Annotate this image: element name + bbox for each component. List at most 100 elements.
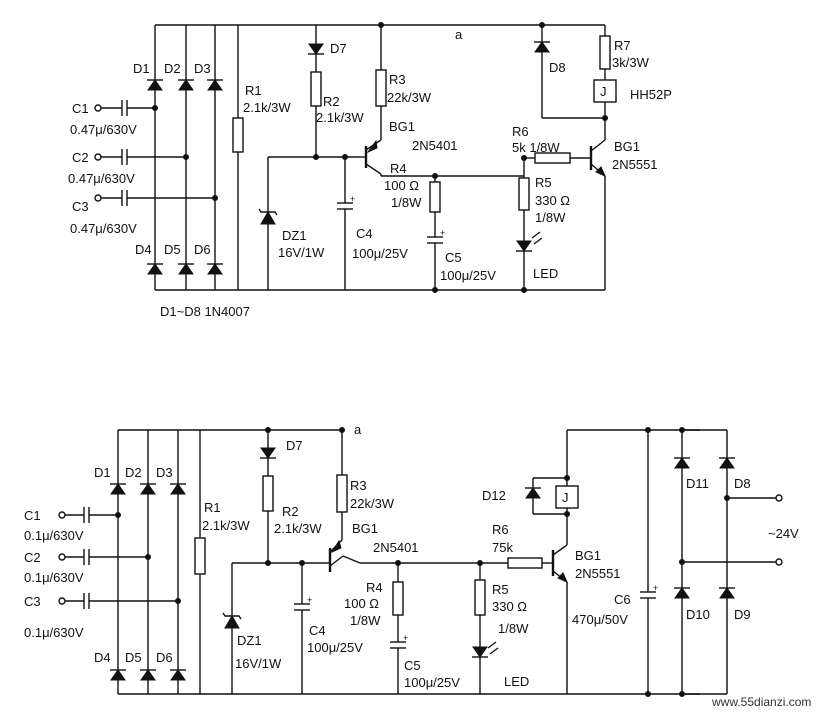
top-resistor-r5 [518, 177, 530, 211]
bottom-cap-c2 [58, 549, 151, 565]
bottom-label-dz1: DZ1 [237, 633, 262, 648]
bottom-cap-c5: + [390, 633, 408, 649]
top-label-led: LED [533, 266, 558, 281]
top-label-d5: D5 [164, 242, 181, 257]
top-type-relay: HH52P [630, 87, 672, 102]
top-resistor-r4 [429, 181, 441, 213]
bottom-value-r2: 2.1k/3W [274, 521, 322, 536]
top-label-c5: C5 [445, 250, 462, 265]
bottom-circuit: D1 D2 D3 D4 D5 D6 C1 0.1μ/630V [24, 422, 799, 697]
top-value2-r4: 1/8W [391, 195, 422, 210]
top-zener-dz1 [258, 208, 278, 225]
top-value1-r5: 330 Ω [535, 193, 570, 208]
top-value-c1: 0.47μ/630V [70, 122, 137, 137]
bottom-label-r3: R3 [350, 478, 367, 493]
top-label-r7: R7 [614, 38, 631, 53]
top-value-r2: 2.1k/3W [316, 110, 364, 125]
top-label-c2: C2 [72, 150, 89, 165]
top-value-r1: 2.1k/3W [243, 100, 291, 115]
bottom-resistor-r5 [474, 579, 486, 616]
top-label-relay: J [600, 84, 607, 99]
bottom-cap-c6: + [640, 583, 658, 599]
bottom-resistor-r2 [262, 475, 274, 512]
bottom-diode-d4 [109, 669, 127, 681]
top-resistor-r1 [232, 117, 244, 153]
top-resistor-r3 [375, 69, 387, 107]
bottom-label-d7: D7 [286, 438, 303, 453]
bottom-label-d10: D10 [686, 607, 710, 622]
bottom-type-bg1-pnp: 2N5401 [373, 540, 419, 555]
bottom-label-d3: D3 [156, 465, 173, 480]
top-resistor-r2 [310, 71, 322, 107]
bottom-label-r6: R6 [492, 522, 509, 537]
bottom-label-d2: D2 [125, 465, 142, 480]
top-label-d1: D1 [133, 61, 150, 76]
top-label-r2: R2 [323, 94, 340, 109]
top-label-bg1-npn: BG1 [614, 139, 640, 154]
bottom-transistor-bg1-npn [551, 544, 568, 583]
bottom-diode-d5 [139, 669, 157, 681]
bottom-value1-r5: 330 Ω [492, 599, 527, 614]
bottom-resistor-r4 [392, 581, 404, 616]
svg-text:+: + [307, 595, 312, 605]
bottom-cap-c1 [58, 507, 121, 523]
bottom-value-c2: 0.1μ/630V [24, 570, 84, 585]
top-label-c1: C1 [72, 101, 89, 116]
top-value1-r4: 100 Ω [384, 178, 419, 193]
watermark: www.55dianzi.com [711, 695, 811, 709]
bottom-resistor-r6 [507, 557, 543, 569]
top-cap-c4: + [337, 194, 355, 210]
bottom-value-r3: 22k/3W [350, 496, 395, 511]
bottom-supply-label: ~24V [768, 526, 799, 541]
top-label-dz1: DZ1 [282, 228, 307, 243]
top-value-r3: 22k/3W [387, 90, 432, 105]
bottom-diode-d8 [718, 457, 736, 469]
top-diode-note: D1~D8 1N4007 [160, 304, 250, 319]
top-cap-c2 [94, 149, 189, 165]
top-cap-c5: + [427, 228, 445, 244]
top-label-r3: R3 [389, 72, 406, 87]
top-node-a: a [455, 27, 463, 42]
bottom-value-c3: 0.1μ/630V [24, 625, 84, 640]
top-label-d6: D6 [194, 242, 211, 257]
bottom-node-a: a [354, 422, 362, 437]
svg-text:+: + [403, 633, 408, 643]
top-diode-d3 [206, 79, 224, 91]
top-diode-d6 [206, 263, 224, 275]
bottom-label-c4: C4 [309, 623, 326, 638]
bottom-label-c6: C6 [614, 592, 631, 607]
bottom-type-bg1-npn: 2N5551 [575, 566, 621, 581]
top-value-dz1: 16V/1W [278, 245, 325, 260]
top-cap-c1 [94, 100, 158, 116]
bottom-label-d4: D4 [94, 650, 111, 665]
bottom-label-d11: D11 [686, 476, 709, 491]
top-value-r6: 5k 1/8W [512, 140, 560, 155]
top-diode-d8 [533, 41, 551, 53]
bottom-label-bg1-npn: BG1 [575, 548, 601, 563]
top-diode-d1 [146, 79, 164, 91]
bottom-label-c2: C2 [24, 550, 41, 565]
bottom-value2-r4: 1/8W [350, 613, 381, 628]
top-diode-d7 [307, 43, 325, 55]
top-cap-c3 [94, 190, 218, 206]
top-label-r5: R5 [535, 175, 552, 190]
bottom-transistor-bg1-pnp [328, 539, 344, 572]
svg-text:+: + [350, 194, 355, 204]
bottom-label-r5: R5 [492, 582, 509, 597]
bottom-diode-d9 [718, 587, 736, 599]
top-value-c3: 0.47μ/630V [70, 221, 137, 236]
bottom-label-d5: D5 [125, 650, 142, 665]
bottom-label-r4: R4 [366, 580, 383, 595]
top-value-c4: 100μ/25V [352, 246, 408, 261]
bottom-value-dz1: 16V/1W [235, 656, 282, 671]
top-circuit: D1 D2 D3 D4 D5 D6 C1 0.47μ/630V [68, 22, 672, 319]
bottom-value1-r4: 100 Ω [344, 596, 379, 611]
bottom-zener-dz1 [222, 612, 242, 629]
bottom-label-r1: R1 [204, 500, 221, 515]
top-led [515, 231, 543, 252]
bottom-value-c5: 100μ/25V [404, 675, 460, 690]
top-label-d4: D4 [135, 242, 152, 257]
top-resistor-r7 [599, 35, 611, 70]
bottom-diode-d1 [109, 483, 127, 495]
